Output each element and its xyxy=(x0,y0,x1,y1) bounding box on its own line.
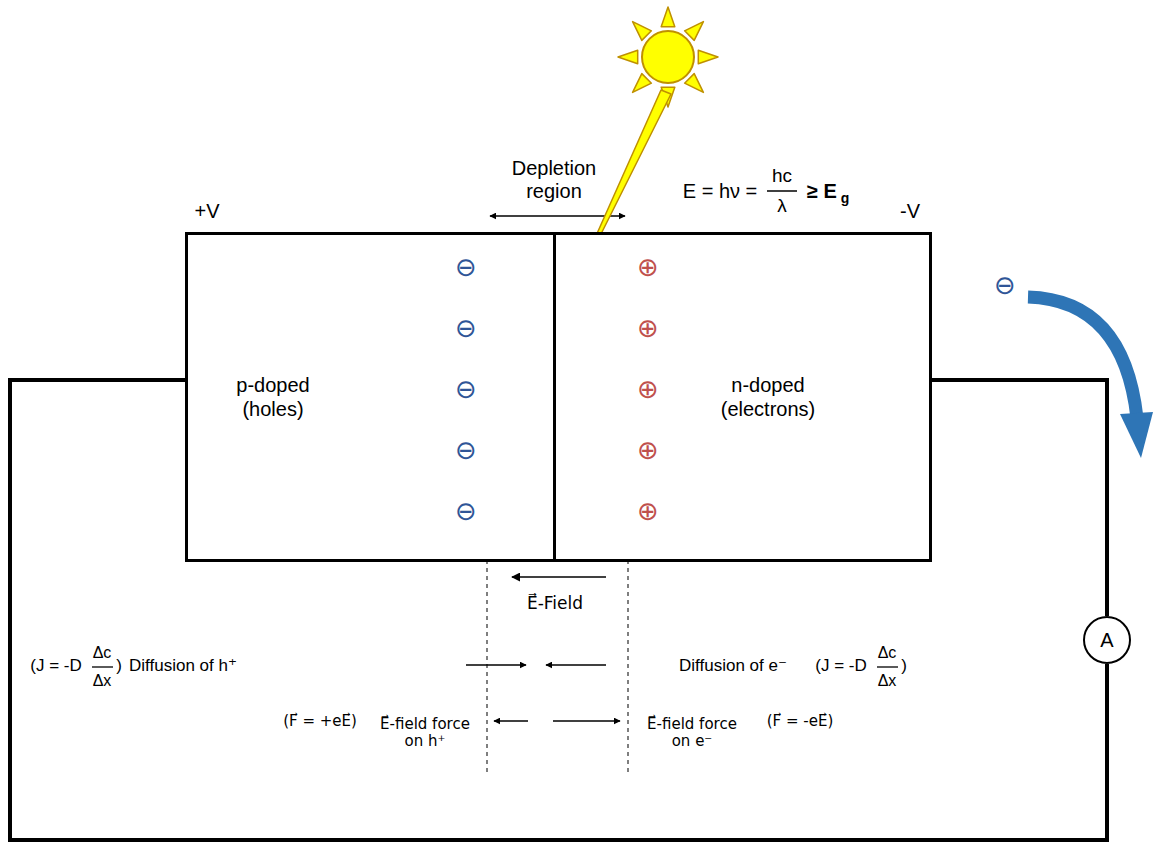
formula: ) xyxy=(901,656,907,676)
sun-ray xyxy=(685,22,704,41)
force-arrow xyxy=(494,720,528,722)
region-label: p-doped (holes) xyxy=(213,373,333,421)
positive-ion: ⊕ xyxy=(637,253,659,283)
circuit-wire xyxy=(932,380,1107,616)
force-label: E⃗-field force on e⁻ xyxy=(636,716,748,751)
formula: Δx xyxy=(878,672,897,690)
formula: hc xyxy=(772,165,792,187)
fraction-bar xyxy=(767,190,797,192)
force-label: E⃗-field force on h⁺ xyxy=(369,716,481,751)
formula: ≥ E xyxy=(807,180,837,203)
sun-ray xyxy=(633,22,652,41)
formula: (J = -D xyxy=(815,656,866,676)
ammeter-label: A xyxy=(1100,628,1113,652)
electron-flow-arrow xyxy=(1028,297,1137,418)
fraction-bar xyxy=(92,666,113,667)
region-label: Depletion region xyxy=(504,157,604,203)
electron-flow-arrowhead xyxy=(1120,412,1153,458)
positive-ion: ⊕ xyxy=(637,314,659,344)
formula: ) xyxy=(116,656,122,676)
sun-ray xyxy=(661,7,675,27)
formula: (F⃗ = +eE⃗) xyxy=(283,713,357,730)
formula: (J = -D xyxy=(30,656,81,676)
formula: E = hν = xyxy=(683,180,758,203)
negative-ion: ⊖ xyxy=(455,497,477,527)
positive-ion: ⊕ xyxy=(637,497,659,527)
process-label: Diffusion of h⁺ xyxy=(129,656,237,676)
negative-ion: ⊖ xyxy=(455,375,477,405)
negative-ion: ⊖ xyxy=(455,253,477,283)
semiconductor-region: n-doped (electrons) xyxy=(553,232,932,562)
positive-ion: ⊕ xyxy=(637,436,659,466)
negative-ion: ⊖ xyxy=(455,436,477,466)
sun-ray xyxy=(633,74,652,93)
semiconductor-region: p-doped (holes) xyxy=(185,232,556,562)
field-arrow xyxy=(512,576,606,578)
formula: (F⃗ = -eE⃗) xyxy=(767,713,834,730)
sun-ray xyxy=(685,74,704,93)
fraction-bar xyxy=(877,666,898,667)
formula: Δx xyxy=(93,672,112,690)
sun-ray xyxy=(618,50,638,64)
diffusion-arrow xyxy=(466,664,526,666)
region-label: n-doped (electrons) xyxy=(708,373,828,421)
positive-ion: ⊕ xyxy=(637,375,659,405)
sun-disc xyxy=(642,31,694,83)
formula: Δc xyxy=(93,644,112,662)
free-electron: ⊖ xyxy=(994,271,1016,301)
formula-subscript: g xyxy=(841,190,850,206)
ammeter-symbol: A xyxy=(1083,616,1131,664)
voltage-label: +V xyxy=(194,200,219,223)
voltage-label: -V xyxy=(900,200,920,223)
negative-ion: ⊖ xyxy=(455,314,477,344)
formula: λ xyxy=(777,195,787,217)
force-arrow xyxy=(553,720,620,722)
diffusion-arrow xyxy=(546,664,606,666)
formula: Δc xyxy=(878,644,897,662)
sun-ray xyxy=(698,50,718,64)
process-label: Diffusion of e⁻ xyxy=(679,656,787,676)
field-label: E⃗-Field xyxy=(527,594,583,614)
